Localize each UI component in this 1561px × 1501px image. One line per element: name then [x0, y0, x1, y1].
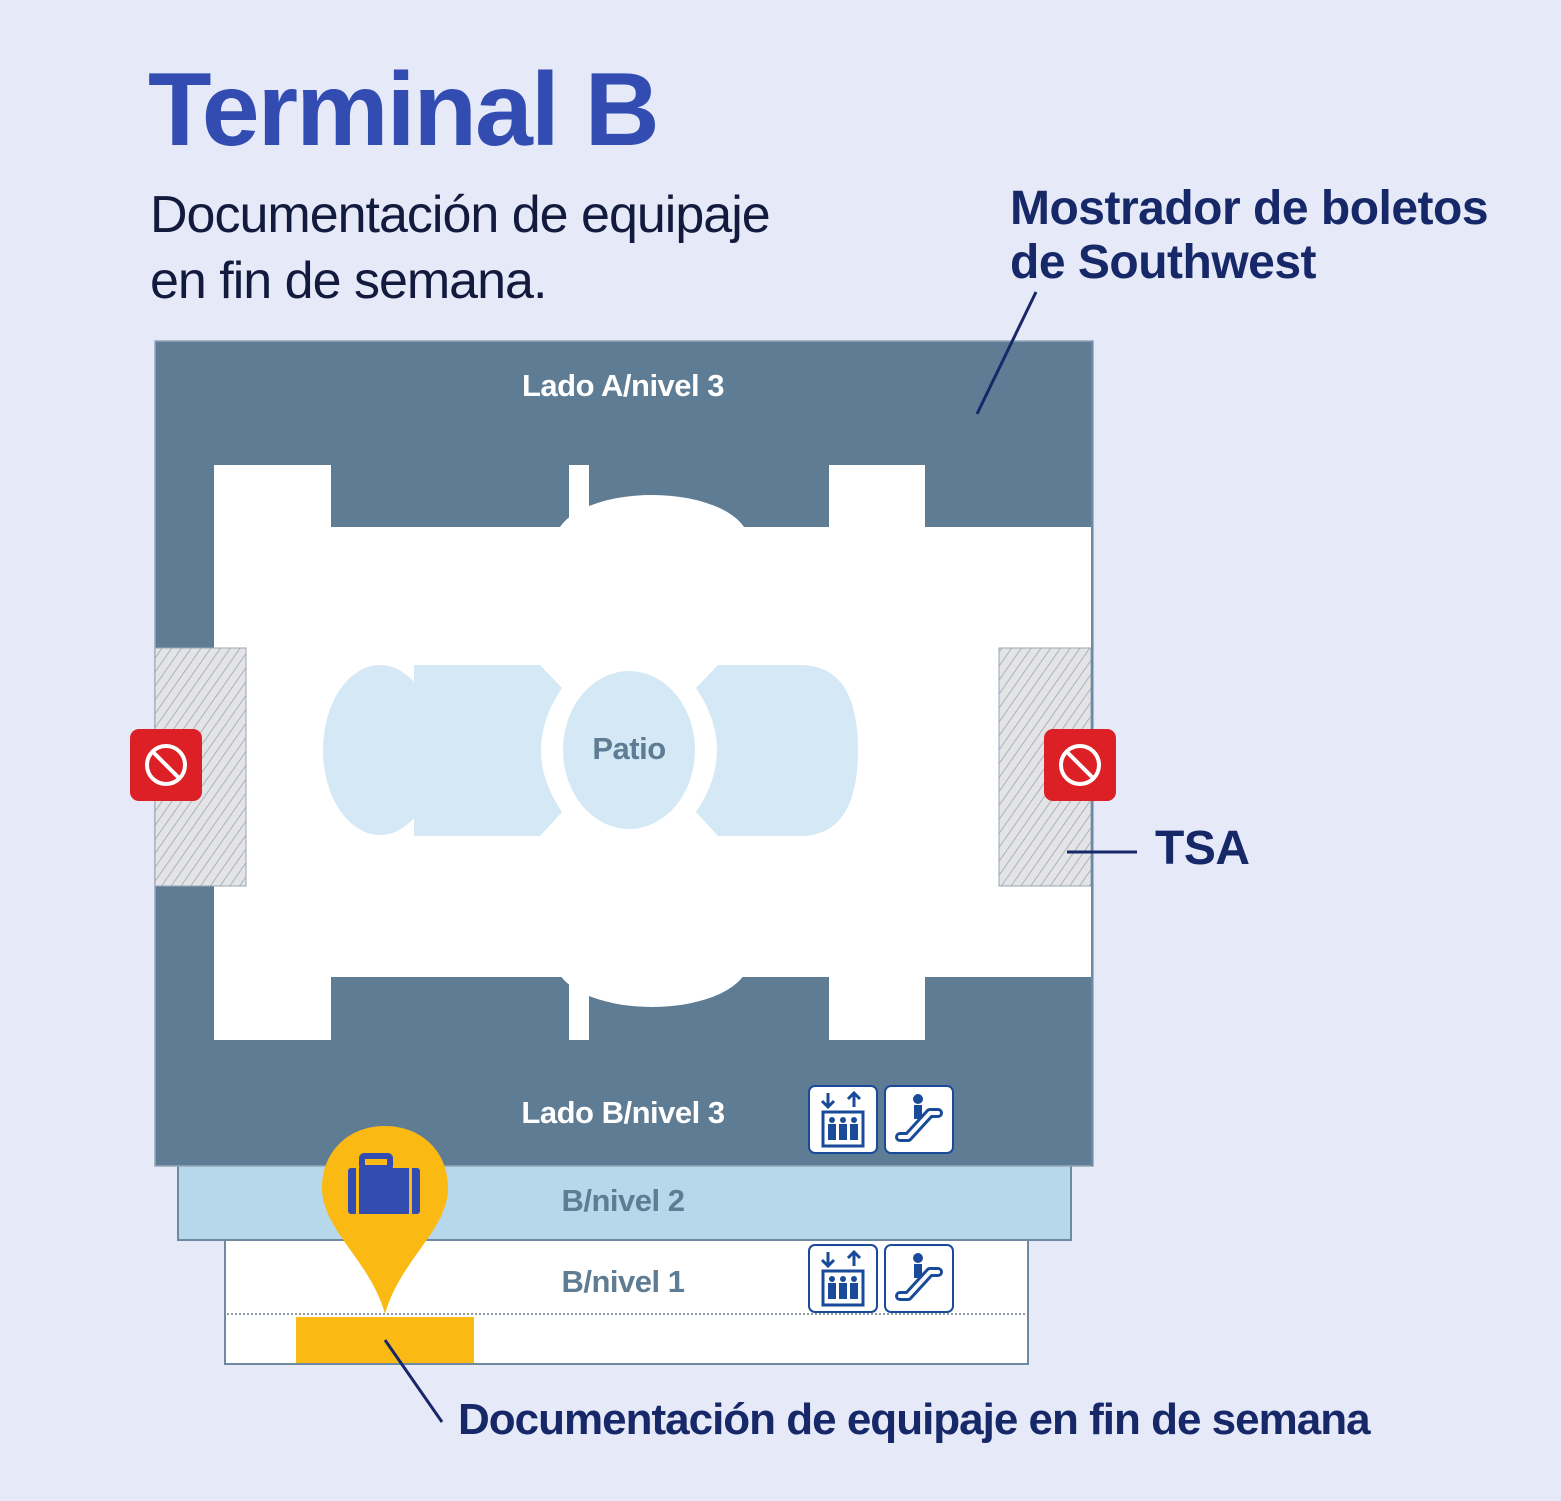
no-entry-icon — [130, 729, 202, 801]
callout-ticket-counter: Mostrador de boletos de Southwest — [1010, 182, 1489, 290]
bag-check-leader — [383, 1339, 444, 1423]
escalator-icon — [884, 1244, 954, 1313]
callout-ticket-line-2: de Southwest — [1010, 236, 1317, 289]
ticket-counter-leader — [975, 291, 1038, 415]
label-patio: Patio — [592, 731, 666, 766]
no-entry-icon — [1044, 729, 1116, 801]
elevator-icon — [808, 1085, 878, 1154]
label-side-a-level-3: Lado A/nivel 3 — [521, 368, 725, 403]
subtitle-line-2: en fin de semana. — [150, 252, 547, 310]
subtitle-line-1: Documentación de equipaje — [150, 186, 771, 244]
callout-weekend-bag-check: Documentación de equipaje en fin de sema… — [458, 1395, 1371, 1444]
elevator-icon — [808, 1244, 878, 1313]
page-title: Terminal B — [148, 52, 660, 168]
callout-tsa: TSA — [1155, 822, 1250, 875]
label-b-level-1: B/nivel 1 — [561, 1264, 686, 1299]
label-b-level-2: B/nivel 2 — [561, 1183, 686, 1218]
luggage-pin-icon — [322, 1126, 448, 1314]
callout-ticket-line-1: Mostrador de boletos — [1010, 182, 1489, 235]
escalator-icon — [884, 1085, 954, 1154]
label-side-b-level-3: Lado B/nivel 3 — [521, 1095, 725, 1130]
page-subtitle: Documentación de equipaje en fin de sema… — [150, 182, 771, 314]
patio-area — [323, 665, 858, 836]
